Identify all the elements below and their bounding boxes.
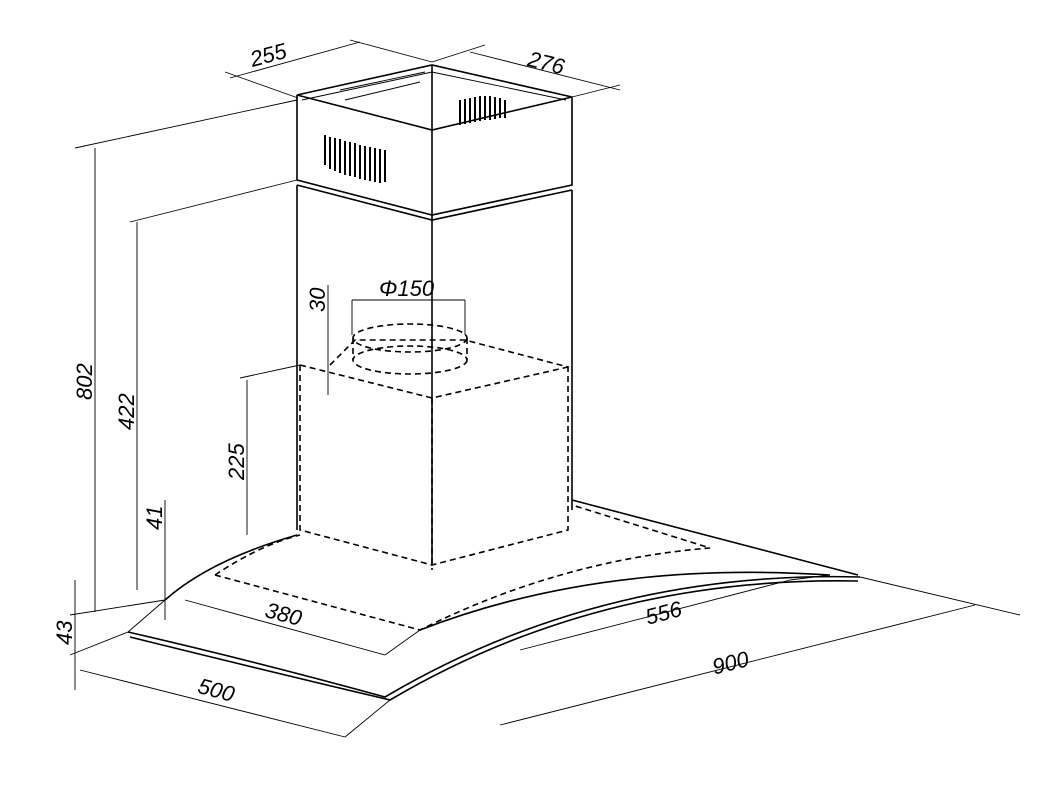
dim-556: 556 (643, 596, 686, 630)
dim-30: 30 (305, 287, 330, 312)
dim-802: 802 (72, 363, 97, 400)
dim-43: 43 (52, 620, 77, 645)
dimension-lines (69, 39, 1021, 738)
glass-canopy (127, 499, 861, 701)
dim-422: 422 (114, 393, 139, 430)
dim-500: 500 (195, 673, 238, 707)
dim-41: 41 (142, 506, 167, 530)
dim-phi150: Φ150 (379, 276, 435, 301)
chimney-lower (296, 185, 573, 570)
dim-380: 380 (263, 597, 306, 631)
chimney-upper (296, 64, 573, 565)
dim-255: 255 (246, 38, 290, 72)
dim-900: 900 (710, 646, 752, 679)
dim-276: 276 (524, 46, 567, 80)
dim-225: 225 (224, 443, 249, 481)
